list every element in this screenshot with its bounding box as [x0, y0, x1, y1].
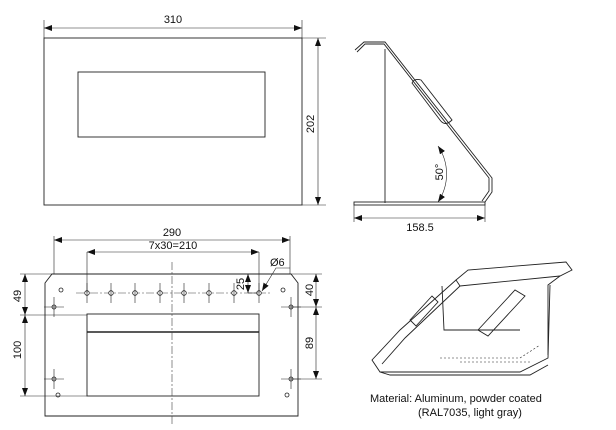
angle-arc	[437, 145, 447, 203]
material-note-color: (RAL7035, light gray)	[418, 407, 522, 419]
bottom-view: 290 7x30=210 Ø6 25 49 100 40 89	[12, 227, 322, 426]
mounting-holes	[44, 283, 301, 398]
hole-offset-label: 25	[235, 278, 247, 290]
front-view: 310 202	[43, 14, 326, 206]
material-note: Material: Aluminum, powder coated	[370, 393, 542, 405]
isometric-view	[371, 261, 573, 376]
side-view: 50° 158.5	[353, 41, 493, 234]
left-top-label: 49	[12, 290, 24, 302]
bottom-opening	[86, 313, 260, 397]
overall-width-label: 290	[163, 227, 181, 239]
side-profile-outer	[354, 41, 493, 203]
display-window	[77, 71, 266, 138]
side-cutout	[411, 78, 453, 124]
left-bottom-label: 100	[12, 341, 24, 359]
hole-diameter-label: Ø6	[270, 257, 285, 269]
depth-label: 158.5	[406, 222, 434, 234]
angle-label: 50°	[434, 164, 446, 181]
right-top-label: 40	[304, 284, 316, 296]
front-panel-outline	[43, 37, 303, 206]
pitch-label: 7x30=210	[149, 240, 198, 252]
width-label: 310	[164, 14, 182, 26]
height-label: 202	[305, 115, 317, 133]
right-bottom-label: 89	[304, 337, 316, 349]
